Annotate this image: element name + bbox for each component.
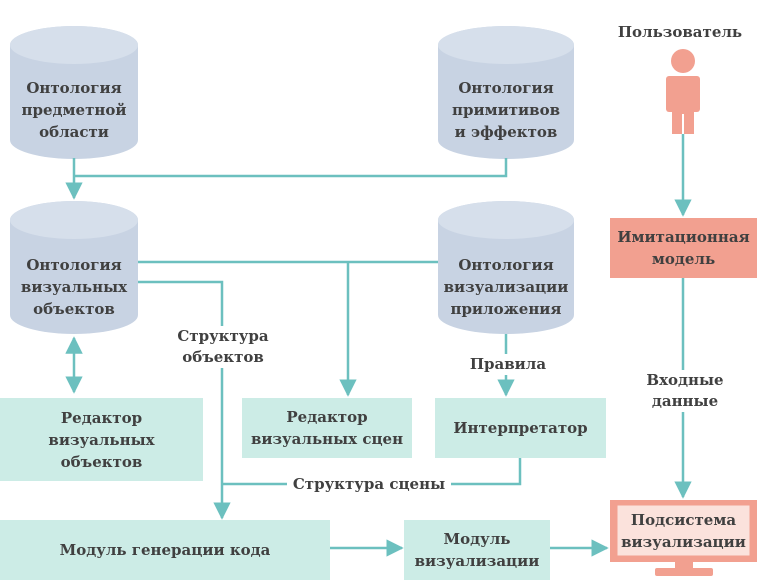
scene-structure-label: Структура сцены bbox=[287, 474, 451, 495]
code-generation-label: Модуль генерации кода bbox=[59, 541, 271, 559]
visual-objects-editor-box[interactable] bbox=[0, 398, 203, 481]
interpreter-box[interactable] bbox=[435, 398, 606, 458]
visual-scenes-editor-box[interactable] bbox=[242, 398, 412, 458]
cylinder-domain-ontology bbox=[10, 26, 138, 159]
monitor-icon bbox=[610, 500, 757, 576]
rules-label: Правила bbox=[463, 354, 553, 375]
visual-scenes-editor-label: Редактор визуальных сцен bbox=[250, 408, 404, 448]
object-structure-label: Структура объектов bbox=[173, 326, 273, 368]
app-visualization-ontology-label: Онтология визуализации приложения bbox=[443, 256, 569, 318]
simulation-model-box bbox=[610, 218, 757, 278]
input-data-label: Входные данные bbox=[640, 370, 730, 412]
interpreter-label: Интерпретатор bbox=[453, 419, 588, 437]
visualization-module-label: Модуль визуализации bbox=[414, 530, 540, 570]
user-label: Пользователь bbox=[617, 23, 743, 41]
simulation-model-label: Имитационная модель bbox=[617, 228, 750, 268]
primitives-ontology-label: Онтология примитивов и эффектов bbox=[451, 79, 561, 141]
visualization-subsystem-label: Подсистема визуализации bbox=[621, 510, 746, 551]
cylinder-visual-objects-ontology bbox=[10, 201, 138, 334]
cylinder-app-visualization-ontology bbox=[438, 201, 574, 334]
user-icon bbox=[666, 49, 700, 134]
visual-objects-ontology-label: Онтология визуальных объектов bbox=[20, 256, 128, 318]
visualization-module-box[interactable] bbox=[404, 520, 550, 580]
cylinder-primitives-ontology bbox=[438, 26, 574, 159]
visual-objects-editor-label: Редактор визуальных объектов bbox=[48, 408, 155, 471]
code-generation-box[interactable] bbox=[0, 520, 330, 580]
domain-ontology-label: Онтология предметной области bbox=[21, 79, 127, 141]
